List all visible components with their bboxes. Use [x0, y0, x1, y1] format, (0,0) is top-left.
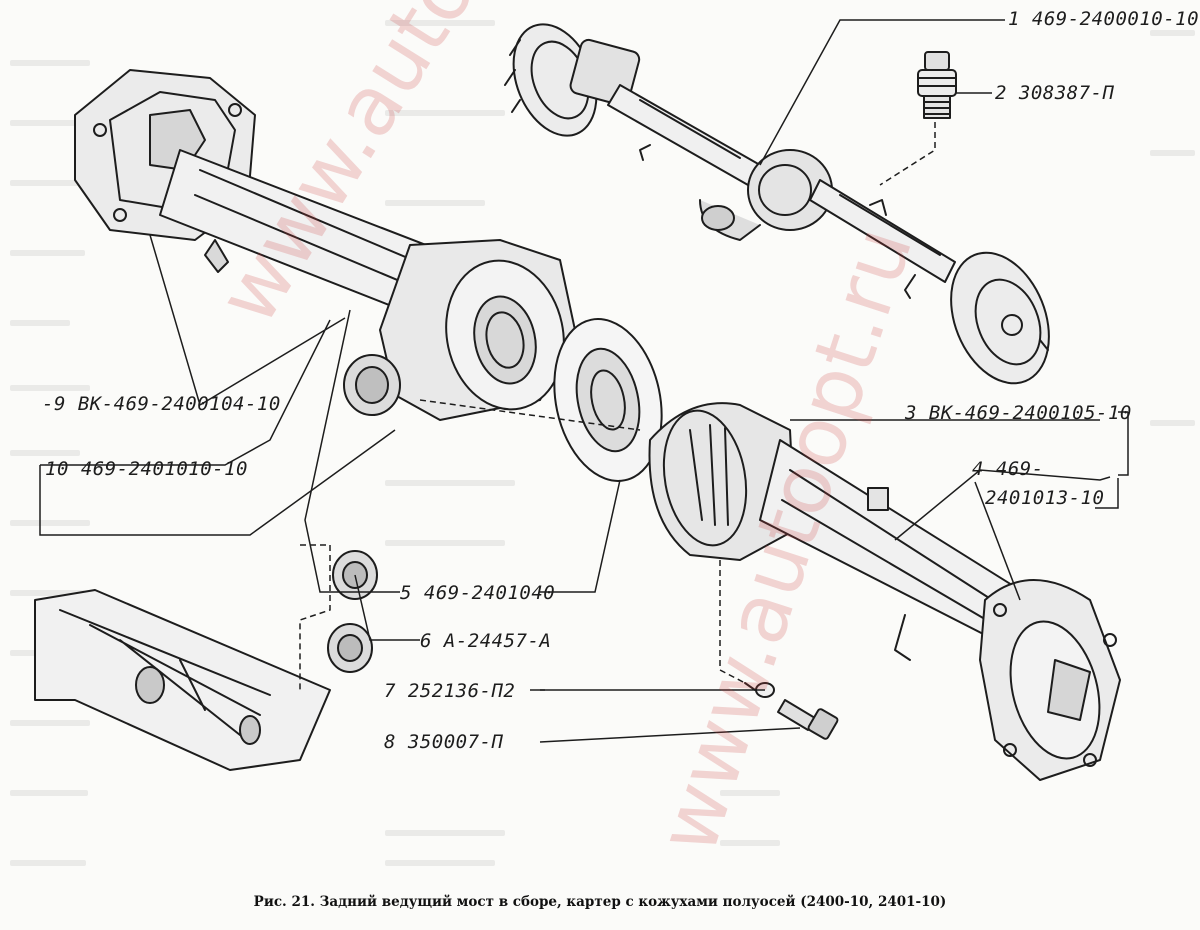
plug-drawing [917, 51, 957, 119]
callout-7: 7 252136-П2 [384, 680, 516, 702]
right-housing-drawing [648, 402, 1121, 781]
figure-caption: Рис. 21. Задний ведущий мост в сборе, ка… [253, 894, 947, 910]
axle-assembly-drawing [504, 23, 1050, 385]
callout-5: 5 469-2401040 [400, 582, 556, 604]
gasket-drawing [553, 318, 663, 482]
callout-4b: 2401013-10 [985, 487, 1105, 509]
drain-plug-drawing [327, 550, 378, 673]
callout-2: 2 308387-П [995, 82, 1115, 104]
left-housing-drawing [74, 69, 576, 421]
callout-4a: 4 469- [972, 458, 1044, 480]
callout-6: 6 А-24457-А [420, 630, 552, 652]
callout-10: 10 469-2401010-10 [45, 458, 248, 480]
detail-view-drawing [34, 589, 331, 771]
leader-lines [39, 19, 1129, 743]
callout-3: 3 ВК-469-2400105-10 [905, 402, 1132, 424]
bolt-drawing [744, 682, 839, 740]
callout-1: 1 469-2400010-10 [1008, 8, 1200, 30]
callout-9: -9 ВК-469-2400104-10 [42, 393, 281, 415]
callout-8: 8 350007-П [384, 731, 504, 753]
